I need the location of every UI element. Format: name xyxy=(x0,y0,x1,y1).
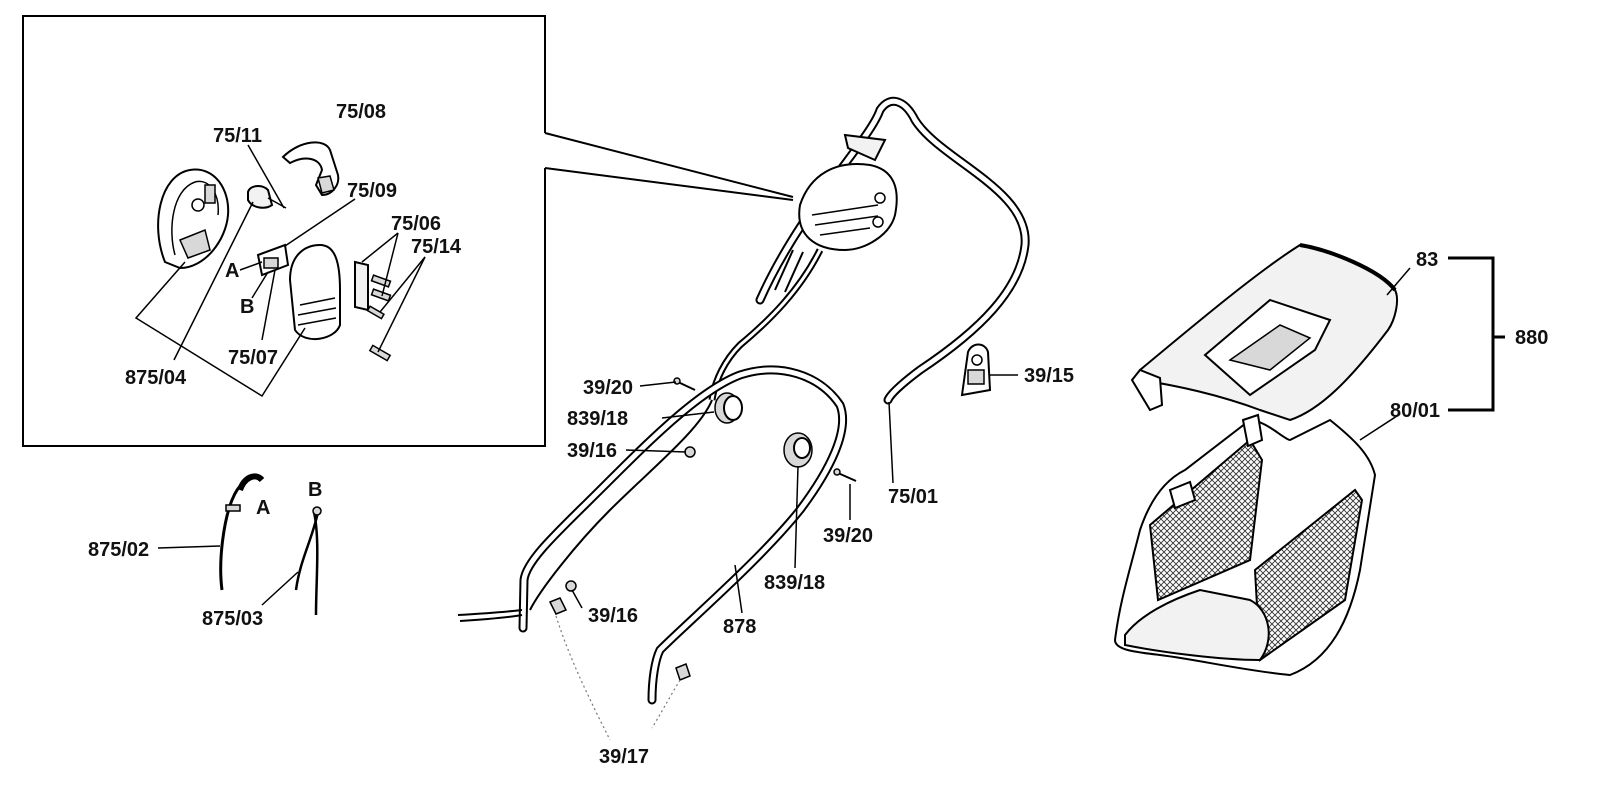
label-880: 880 xyxy=(1515,327,1548,349)
switch-cover-75-07 xyxy=(288,243,341,341)
label-39-15: 39/15 xyxy=(1024,365,1074,387)
switch-housing-left-half xyxy=(157,168,230,270)
label-75-09: 75/09 xyxy=(347,180,397,202)
detail-inset-box xyxy=(22,15,794,447)
label-875-03: 875/03 xyxy=(202,608,263,630)
label-75-01: 75/01 xyxy=(888,486,938,508)
cable-875-03 xyxy=(294,506,322,616)
label-839-18-lower: 839/18 xyxy=(764,572,825,594)
lower-handle-878 xyxy=(457,365,848,705)
screws-75-14 xyxy=(366,305,392,362)
label-875-02: 875/02 xyxy=(88,539,149,561)
label-b-inset: B xyxy=(240,296,254,318)
lower-handle-leader-lines xyxy=(555,381,851,741)
label-39-17: 39/17 xyxy=(599,746,649,768)
grass-box-lid-83 xyxy=(1130,243,1398,422)
handle-bolt-39-17-left xyxy=(548,597,568,615)
label-75-07: 75/07 xyxy=(228,347,278,369)
label-839-18-upper: 839/18 xyxy=(567,408,628,430)
label-a-inset: A xyxy=(225,260,239,282)
label-39-16-lower: 39/16 xyxy=(588,605,638,627)
bolt-39-20-upper xyxy=(673,377,696,391)
inset-leader-lines xyxy=(134,144,426,398)
handle-bolt-39-17-right xyxy=(675,663,691,681)
cable-clip-39-15 xyxy=(960,343,1018,397)
nut-39-16-upper xyxy=(684,446,696,458)
part-labels: 75/08 75/11 75/09 75/06 75/14 A B 75/07 … xyxy=(88,101,1548,768)
label-75-14: 75/14 xyxy=(411,236,462,258)
knob-839-18-upper xyxy=(714,392,743,424)
label-878: 878 xyxy=(723,616,756,638)
bolt-39-20-lower xyxy=(833,468,857,482)
cable-875-02 xyxy=(219,473,265,591)
leader-75-01 xyxy=(888,401,894,484)
label-75-08: 75/08 xyxy=(336,101,386,123)
label-75-06: 75/06 xyxy=(391,213,441,235)
cable-leader-lines xyxy=(157,545,299,606)
label-83: 83 xyxy=(1416,249,1438,271)
label-875-04: 875/04 xyxy=(125,367,187,389)
knob-839-18-lower xyxy=(783,432,813,468)
label-80-01: 80/01 xyxy=(1390,400,1440,422)
label-75-11: 75/11 xyxy=(213,125,262,147)
label-b-cable: B xyxy=(308,479,322,501)
label-39-20-upper: 39/20 xyxy=(583,377,633,399)
switch-button-75-11 xyxy=(247,185,287,209)
switch-lever-75-08 xyxy=(281,141,340,197)
switch-75-09 xyxy=(256,243,290,277)
upper-handle-assembly xyxy=(708,96,1030,405)
nut-39-16-lower xyxy=(565,580,577,592)
label-a-cable: A xyxy=(256,497,270,519)
label-39-20-lower: 39/20 xyxy=(823,525,873,547)
grass-box-leaders xyxy=(1359,256,1505,441)
grass-box-base-80-01 xyxy=(1113,413,1377,677)
label-39-16-upper: 39/16 xyxy=(567,440,617,462)
